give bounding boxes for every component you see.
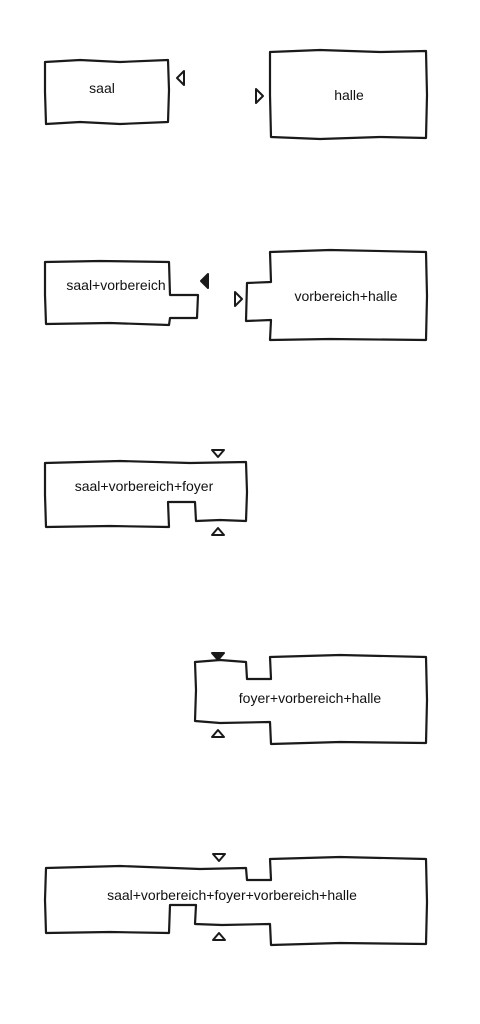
full-combination-room (43, 855, 429, 947)
saal-label: saal (89, 80, 115, 96)
row-3-saal-vorbereich-foyer: saal+vorbereich+foyer (43, 449, 249, 536)
entrance-arrow-bottom (211, 527, 225, 536)
entrance-arrow-right (255, 88, 264, 104)
row-1-separate-rooms: saal halle (43, 48, 429, 141)
saal-vorbereich-room (43, 259, 200, 327)
saal-vorbereich-foyer-room (43, 459, 249, 529)
saal-room (43, 58, 171, 126)
entrance-arrow-right (234, 291, 243, 307)
entrance-arrow-top (212, 853, 226, 862)
entrance-arrow-left (200, 273, 209, 289)
row-4-foyer-vorbereich-halle: foyer+vorbereich+halle (193, 652, 429, 746)
saal-vorbereich-foyer-label: saal+vorbereich+foyer (75, 478, 214, 494)
entrance-arrow-top (211, 652, 225, 661)
saal-vorbereich-label: saal+vorbereich (66, 277, 165, 293)
full-combination-label: saal+vorbereich+foyer+vorbereich+halle (107, 887, 357, 903)
halle-label: halle (334, 87, 364, 103)
vorbereich-halle-label: vorbereich+halle (294, 288, 397, 304)
entrance-arrow-top (211, 449, 225, 458)
entrance-arrow-bottom (211, 729, 225, 738)
vorbereich-halle-room (244, 248, 429, 342)
row-5-full-combination: saal+vorbereich+foyer+vorbereich+halle (43, 853, 429, 947)
foyer-vorbereich-halle-label: foyer+vorbereich+halle (239, 690, 382, 706)
entrance-arrow-left (176, 70, 185, 86)
row-2-extended-rooms: saal+vorbereich vorbereich+halle (43, 248, 429, 342)
foyer-vorbereich-halle-room (193, 653, 429, 746)
entrance-arrow-bottom (212, 932, 226, 941)
halle-room (268, 48, 429, 141)
